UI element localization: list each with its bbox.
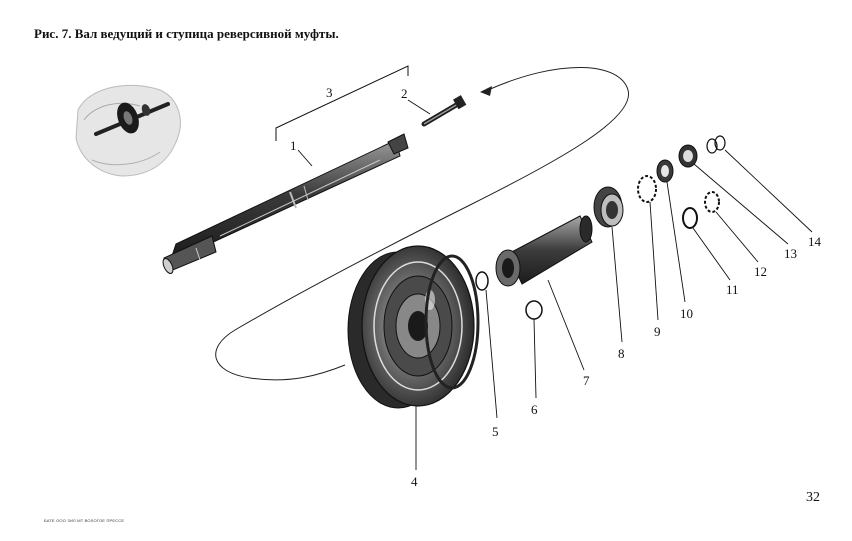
part-2-bolt: [421, 95, 467, 127]
callout-2: 2: [401, 86, 408, 101]
callout-5: 5: [492, 424, 499, 439]
part-7-sleeve: [495, 215, 593, 287]
figure-title: Рис. 7. Вал ведущий и ступица реверсивно…: [34, 26, 339, 41]
callout-labels: 1 2 3 4 5 6 7 8 9 10 11 12 13 14: [290, 85, 822, 489]
part-12-toothed-washer: [704, 191, 720, 213]
assembly-path-line: [215, 67, 629, 381]
part-11-ring: [682, 207, 698, 229]
part-14-rings: [706, 135, 726, 154]
part-1-drive-shaft: [162, 133, 409, 274]
callout-10: 10: [680, 306, 693, 321]
part-4-hub: [347, 245, 480, 409]
callout-12: 12: [754, 264, 767, 279]
bracket-group-3: [275, 65, 409, 141]
assembly-inset-photo: [75, 84, 181, 177]
callout-7: 7: [583, 373, 590, 388]
callout-4: 4: [411, 474, 418, 489]
part-5-ring: [475, 271, 489, 291]
callout-13: 13: [784, 246, 797, 261]
part-8-bearing: [593, 186, 624, 228]
part-13-nut: [678, 144, 698, 168]
part-9-lock-washer: [637, 175, 657, 203]
callout-6: 6: [531, 402, 538, 417]
callout-1: 1: [290, 138, 297, 153]
page-number: 32: [806, 490, 820, 505]
callout-8: 8: [618, 346, 625, 361]
part-10-nut: [656, 159, 674, 183]
footer-imprint: БАТЕ ООО ЗИЛ МТ ВОЛОГОЕ ПРЕССЕ: [44, 518, 125, 523]
leader-lines: [297, 99, 813, 470]
callout-3: 3: [326, 85, 333, 100]
assembly-arrow-icon: [480, 86, 492, 96]
part-6-ring: [525, 300, 543, 320]
callout-9: 9: [654, 324, 661, 339]
callout-14: 14: [808, 234, 822, 249]
callout-11: 11: [726, 282, 739, 297]
